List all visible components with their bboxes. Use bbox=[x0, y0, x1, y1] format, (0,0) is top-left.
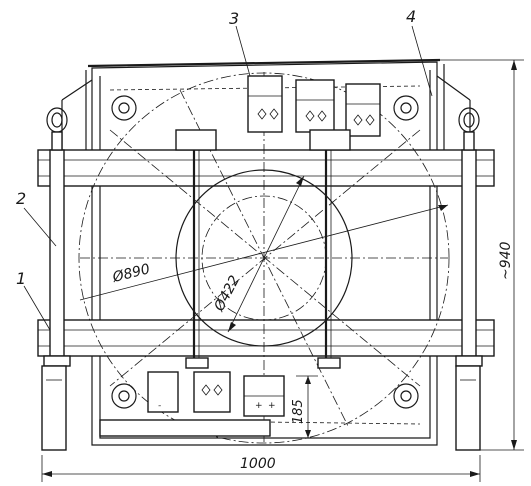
width-dimension-label: 1000 bbox=[240, 456, 276, 472]
callout-2: 2 bbox=[16, 189, 57, 247]
dimension-height: ~940 bbox=[440, 59, 524, 451]
terminal-mark-plus-2: + bbox=[268, 401, 276, 411]
callout-2-label: 2 bbox=[16, 189, 26, 208]
callout-4: 4 bbox=[406, 7, 433, 97]
height-dimension-label: ~940 bbox=[498, 241, 514, 280]
dimension-lower-offset: 185 bbox=[291, 375, 318, 439]
eyebolt-right bbox=[458, 107, 480, 151]
terminal-mark-plus-1: + bbox=[255, 401, 263, 411]
terminal-mark-minus: - bbox=[158, 401, 161, 411]
upper-terminal-blocks bbox=[175, 75, 381, 151]
flange-bottom-right bbox=[393, 383, 419, 409]
eyebolt-left bbox=[46, 107, 68, 151]
outer-diameter-label: Ø890 bbox=[110, 261, 152, 286]
flange-bottom-left bbox=[111, 383, 137, 409]
lower-terminal-blocks: + + - bbox=[99, 371, 285, 437]
callout-4-label: 4 bbox=[406, 7, 416, 26]
inner-diameter-label: Ø422 bbox=[211, 273, 243, 315]
support-feet bbox=[41, 365, 481, 451]
flange-top-left bbox=[111, 95, 137, 121]
lower-crossbeam bbox=[37, 319, 495, 357]
flange-top-right bbox=[393, 95, 419, 121]
callout-1: 1 bbox=[16, 269, 51, 331]
tie-rods bbox=[49, 140, 477, 366]
callout-1-label: 1 bbox=[16, 269, 26, 288]
dimension-width: 1000 bbox=[41, 455, 481, 482]
callout-3-label: 3 bbox=[229, 9, 239, 28]
lower-offset-label: 185 bbox=[291, 399, 306, 424]
callout-3: 3 bbox=[229, 9, 251, 77]
